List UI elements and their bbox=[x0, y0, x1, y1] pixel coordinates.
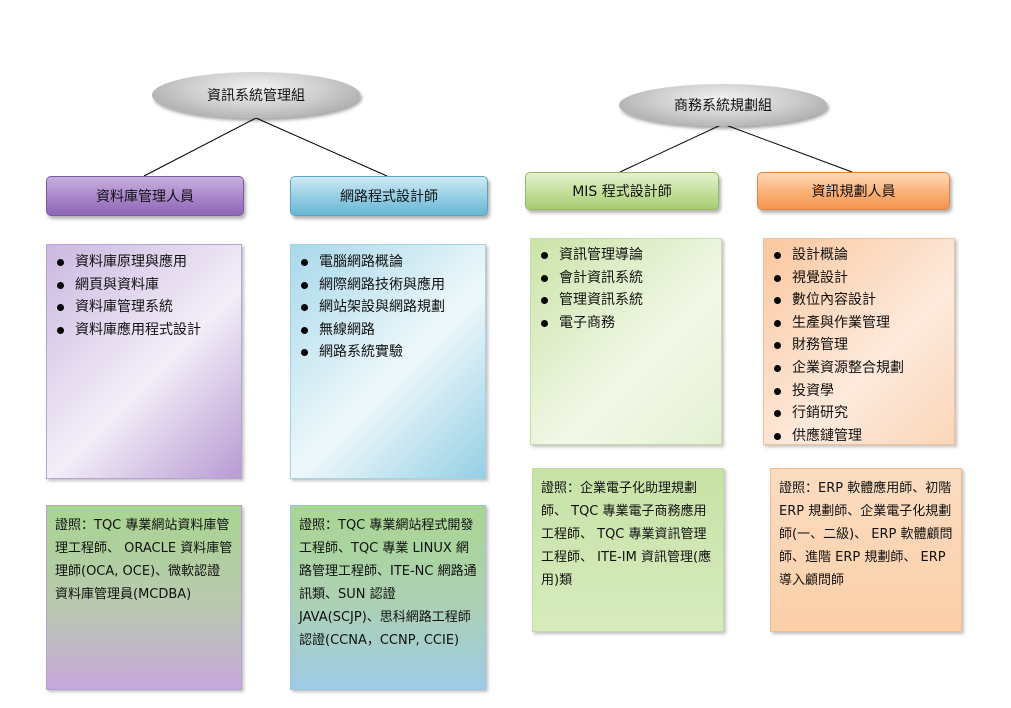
connector-line bbox=[255, 117, 388, 177]
bullet-icon bbox=[541, 274, 548, 282]
role-title: 網路程式設計師 bbox=[340, 189, 438, 205]
cert-box-network-programmer: 證照：TQC 專業網站程式開發工程師、TQC 專業 LINUX 網路管理工程師、… bbox=[290, 505, 486, 690]
course-item: 投資學 bbox=[774, 380, 944, 403]
bullet-icon bbox=[301, 326, 308, 334]
bullet-icon bbox=[774, 297, 781, 305]
group-title: 資訊系統管理組 bbox=[207, 88, 305, 104]
course-item: 資料庫應用程式設計 bbox=[57, 319, 231, 342]
course-item: 設計概論 bbox=[774, 244, 944, 267]
course-item: 網頁與資料庫 bbox=[57, 274, 231, 297]
course-item: 會計資訊系統 bbox=[541, 267, 711, 290]
bullet-icon bbox=[774, 364, 781, 372]
role-header-network-programmer: 網路程式設計師 bbox=[290, 176, 488, 216]
role-header-db-admin: 資料庫管理人員 bbox=[46, 176, 244, 216]
cert-text: 證照：企業電子化助理規劃師、 TQC 專業電子商務應用工程師、 TQC 專業資訊… bbox=[541, 481, 712, 588]
bullet-icon bbox=[301, 281, 308, 289]
group-ellipse-info-systems: 資訊系統管理組 bbox=[152, 72, 360, 118]
course-item: 生產與作業管理 bbox=[774, 312, 944, 335]
group-title: 商務系統規劃組 bbox=[674, 98, 772, 114]
bullet-icon bbox=[541, 252, 548, 259]
course-item: 數位內容設計 bbox=[774, 289, 944, 312]
course-item: 網站架設與網路規劃 bbox=[301, 296, 475, 319]
course-item: 視覺設計 bbox=[774, 267, 944, 290]
bullet-icon bbox=[541, 319, 548, 327]
course-item: 無線網路 bbox=[301, 319, 475, 342]
course-list: 資料庫原理與應用 網頁與資料庫 資料庫管理系統 資料庫應用程式設計 bbox=[57, 251, 231, 341]
course-item: 行銷研究 bbox=[774, 402, 944, 425]
course-item: 網際網路技術與應用 bbox=[301, 274, 475, 297]
connector-line bbox=[619, 123, 724, 173]
bullet-icon bbox=[301, 349, 308, 357]
course-item: 資料庫管理系統 bbox=[57, 296, 231, 319]
course-list: 資訊管理導論 會計資訊系統 管理資訊系統 電子商務 bbox=[541, 244, 711, 334]
cert-box-db-admin: 證照：TQC 專業網站資料庫管理工程師、 ORACLE 資料庫管理師(OCA, … bbox=[46, 505, 242, 690]
connector-line bbox=[722, 123, 853, 173]
bullet-icon bbox=[774, 274, 781, 282]
group-ellipse-business-systems: 商務系統規劃組 bbox=[619, 84, 827, 126]
cert-box-info-planner: 證照：ERP 軟體應用師、初階 ERP 規劃師、企業電子化規劃師(一、二級)、 … bbox=[770, 468, 962, 632]
course-item: 電腦網路概論 bbox=[301, 251, 475, 274]
cert-box-mis-programmer: 證照：企業電子化助理規劃師、 TQC 專業電子商務應用工程師、 TQC 專業資訊… bbox=[532, 468, 724, 632]
course-item: 網路系統實驗 bbox=[301, 341, 475, 364]
course-box-db-admin: 資料庫原理與應用 網頁與資料庫 資料庫管理系統 資料庫應用程式設計 bbox=[46, 244, 242, 479]
bullet-icon bbox=[301, 304, 308, 312]
course-item: 電子商務 bbox=[541, 312, 711, 335]
course-item: 企業資源整合規劃 bbox=[774, 357, 944, 380]
course-item: 資訊管理導論 bbox=[541, 244, 711, 267]
course-list: 電腦網路概論 網際網路技術與應用 網站架設與網路規劃 無線網路 網路系統實驗 bbox=[301, 251, 475, 364]
bullet-icon bbox=[774, 319, 781, 327]
course-item: 供應鏈管理 bbox=[774, 425, 944, 448]
bullet-icon bbox=[541, 297, 548, 305]
bullet-icon bbox=[301, 259, 308, 266]
course-item: 管理資訊系統 bbox=[541, 289, 711, 312]
bullet-icon bbox=[774, 252, 781, 259]
bullet-icon bbox=[774, 387, 781, 395]
role-header-mis-programmer: MIS 程式設計師 bbox=[525, 172, 719, 210]
role-header-info-planner: 資訊規劃人員 bbox=[757, 172, 950, 210]
bullet-icon bbox=[57, 281, 64, 289]
bullet-icon bbox=[57, 326, 64, 334]
cert-text: 證照：ERP 軟體應用師、初階 ERP 規劃師、企業電子化規劃師(一、二級)、 … bbox=[779, 481, 953, 588]
course-box-mis-programmer: 資訊管理導論 會計資訊系統 管理資訊系統 電子商務 bbox=[530, 238, 722, 445]
course-box-info-planner: 設計概論 視覺設計 數位內容設計 生產與作業管理 財務管理 企業資源整合規劃 投… bbox=[763, 238, 955, 445]
role-title: 資料庫管理人員 bbox=[96, 189, 194, 205]
connector-line bbox=[143, 117, 257, 177]
cert-text: 證照：TQC 專業網站資料庫管理工程師、 ORACLE 資料庫管理師(OCA, … bbox=[55, 518, 233, 602]
role-title: 資訊規劃人員 bbox=[811, 184, 896, 200]
bullet-icon bbox=[774, 410, 781, 418]
course-list: 設計概論 視覺設計 數位內容設計 生產與作業管理 財務管理 企業資源整合規劃 投… bbox=[774, 244, 944, 447]
bullet-icon bbox=[57, 304, 64, 312]
cert-text: 證照：TQC 專業網站程式開發工程師、TQC 專業 LINUX 網路管理工程師、… bbox=[299, 518, 477, 648]
course-box-network-programmer: 電腦網路概論 網際網路技術與應用 網站架設與網路規劃 無線網路 網路系統實驗 bbox=[290, 244, 486, 479]
course-item: 資料庫原理與應用 bbox=[57, 251, 231, 274]
role-title: MIS 程式設計師 bbox=[572, 184, 672, 200]
bullet-icon bbox=[774, 432, 781, 440]
bullet-icon bbox=[57, 259, 64, 266]
course-item: 財務管理 bbox=[774, 334, 944, 357]
bullet-icon bbox=[774, 342, 781, 350]
